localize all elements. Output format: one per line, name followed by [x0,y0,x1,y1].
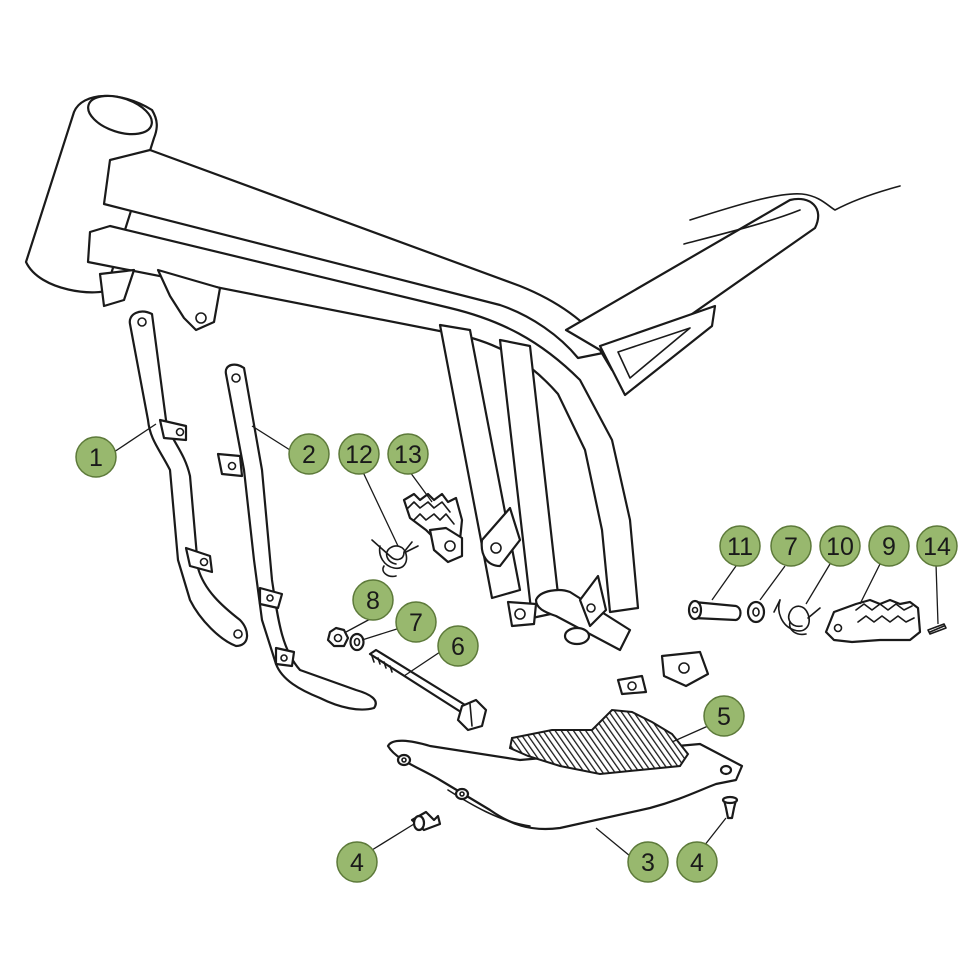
frame-lower-tube-left [128,310,249,648]
callout-number: 4 [350,849,364,877]
callout-number: 13 [394,441,422,469]
callout-badge-circle [627,841,669,883]
leader-lines [113,423,939,857]
callout-number: 7 [409,609,423,637]
callout-number: 5 [717,703,731,731]
callout-badge-circle [819,525,861,567]
callout-number: 9 [882,533,896,561]
callout-badge-circle [703,695,745,737]
callout-c7a: 7 [395,601,437,643]
washer-left [349,632,365,652]
callout-badge-circle [395,601,437,643]
callout-number: 2 [302,441,316,469]
callout-badge-circle [336,841,378,883]
callout-number: 12 [345,441,373,469]
frame-lower-tube-right [216,363,377,711]
callout-badge-circle [770,525,812,567]
callout-c11: 11 [719,525,761,567]
callout-c10: 10 [819,525,861,567]
callout-badge-circle [75,436,117,478]
callout-c2: 2 [288,433,330,475]
callout-number: 4 [690,849,704,877]
callout-badge-circle [338,433,380,475]
callout-badge-circle [916,525,958,567]
callout-badge-circle [288,433,330,475]
washer-right [746,600,766,624]
callout-c6: 6 [437,625,479,667]
footpeg-spring-left [371,539,419,578]
callout-badge-circle [437,625,479,667]
callout-badge-circle [352,579,394,621]
pin [687,599,742,622]
skid-plate-pad [508,708,690,776]
callout-number: 6 [451,633,465,661]
callout-number: 3 [641,849,655,877]
callout-number: 11 [727,533,753,561]
cotter-pin [927,623,947,635]
callout-c4a: 4 [336,841,378,883]
callout-number: 7 [784,533,798,561]
main-frame [24,94,901,696]
callout-number: 10 [826,533,854,561]
callout-c12: 12 [338,433,380,475]
callout-badge-circle [868,525,910,567]
callout-c8: 8 [352,579,394,621]
callout-c4b: 4 [676,841,718,883]
callout-badge-circle [719,525,761,567]
callout-badge-circle [676,841,718,883]
callout-c14: 14 [916,525,958,567]
callout-c13: 13 [387,433,429,475]
callout-c1: 1 [75,436,117,478]
callout-number: 14 [923,533,951,561]
screw-right [721,795,739,820]
callout-number: 8 [366,587,380,615]
bolt [368,648,488,732]
footpeg-spring-right [773,599,821,636]
nut [326,626,350,648]
callout-c7b: 7 [770,525,812,567]
callout-number: 1 [89,444,103,472]
footpeg-left [402,492,464,564]
callout-c5: 5 [703,695,745,737]
footpeg-right [824,598,922,644]
callout-c9: 9 [868,525,910,567]
screw-left [410,810,442,832]
callout-badge-circle [387,433,429,475]
callout-c3: 3 [627,841,669,883]
